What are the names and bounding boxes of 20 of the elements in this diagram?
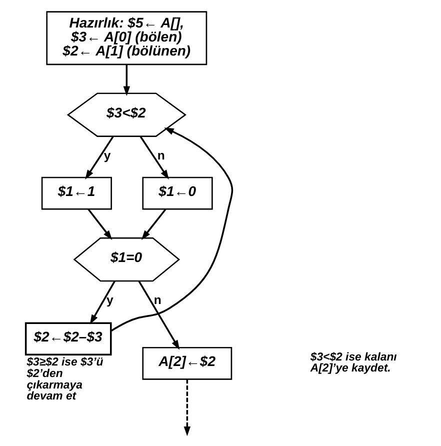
arrow (90, 280, 116, 324)
node-box: $1←0 (142, 176, 213, 210)
arrow (88, 208, 112, 240)
arrow (140, 136, 169, 180)
arrow (141, 208, 166, 240)
edge-label: n (157, 148, 165, 162)
arrow (110, 128, 234, 332)
arrow (85, 136, 114, 180)
arrow (123, 64, 130, 96)
node-box: A[2]←$2 (142, 346, 232, 380)
arrow (184, 379, 191, 436)
arrow (138, 280, 180, 350)
node-label: $3≥$2 ise $3’ü $2’den çıkarmaya devam et (26, 356, 104, 403)
edge-label: y (104, 148, 111, 162)
edge-label: n (154, 292, 162, 307)
node-box: Hazırlık: $5← A[], $3← A[0] (bölen) $2← A[1] (bölünen) (46, 11, 208, 66)
label: $3<$2 ise kalanı A[2]’ye kaydet. (310, 351, 397, 375)
node-box: $2←$2–$3 (24, 322, 112, 356)
edge-label: y (106, 292, 114, 307)
node-box: $1←1 (41, 176, 112, 210)
